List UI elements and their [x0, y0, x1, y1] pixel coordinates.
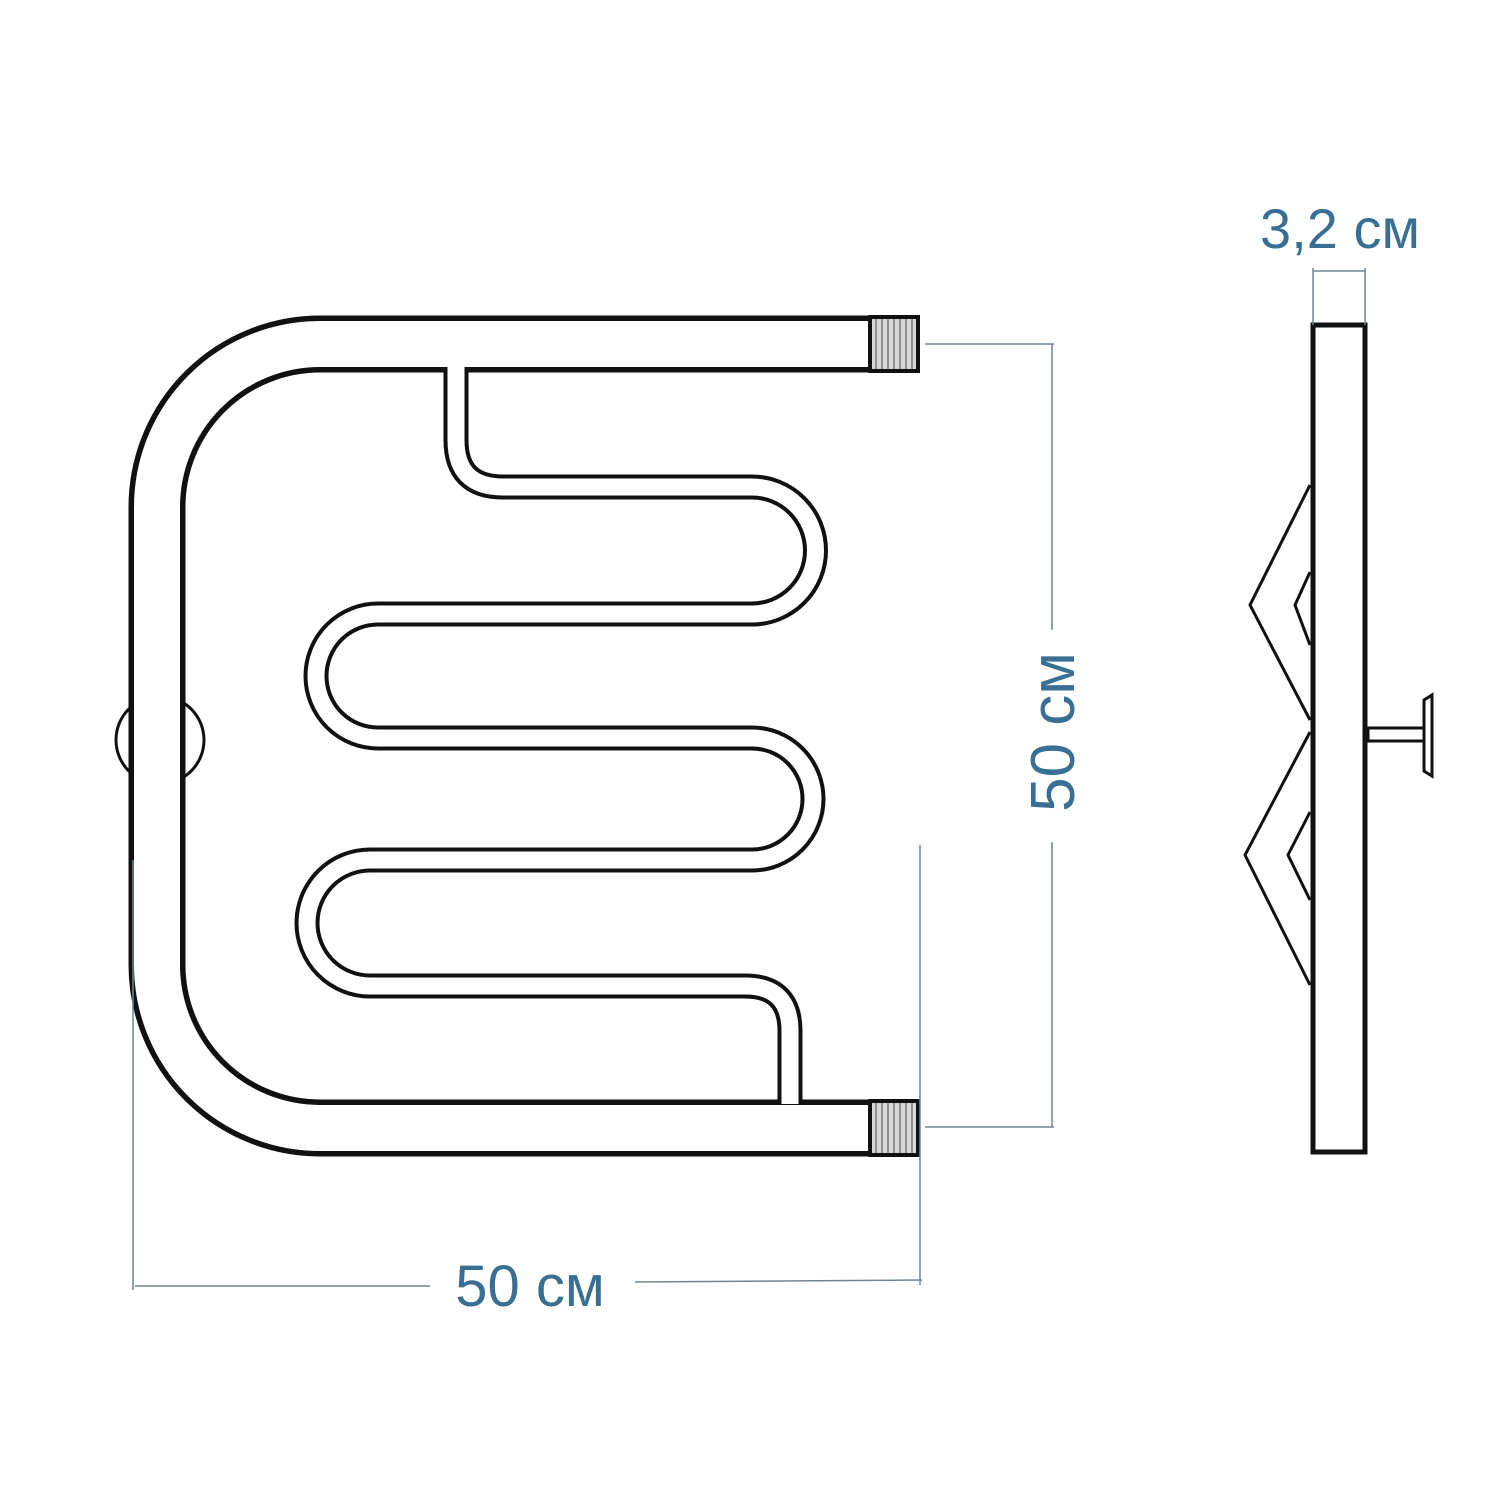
side-view	[1243, 322, 1434, 1155]
main-pipe	[128, 315, 918, 1157]
serpentine-tube	[294, 364, 828, 1104]
mount-stem	[1366, 726, 1426, 743]
height-label: 50 см	[1019, 652, 1088, 812]
width-label: 50 см	[455, 1254, 605, 1319]
depth-dimension	[1312, 268, 1366, 325]
thread-top	[868, 315, 920, 373]
mount-plate	[1422, 692, 1434, 779]
height-dimension	[919, 343, 1054, 1285]
width-dimension	[132, 860, 923, 1290]
thread-bottom	[868, 1099, 920, 1157]
depth-label: 3,2 см	[1260, 197, 1420, 260]
